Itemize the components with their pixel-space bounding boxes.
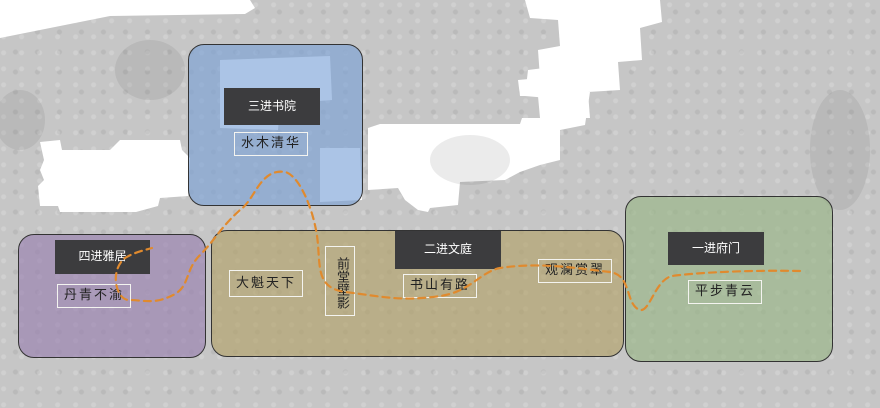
scene-label: 水木清华	[234, 132, 308, 156]
zone-title: 一进府门	[668, 232, 764, 265]
scene-label: 丹青不渝	[57, 284, 131, 308]
scene-label-vertical: 前堂壁影	[325, 246, 355, 316]
zone-first-courtyard	[625, 196, 833, 362]
scene-label: 平步青云	[688, 280, 762, 304]
zone-third-courtyard	[188, 44, 363, 206]
zone-title: 三进书院	[224, 88, 320, 125]
scene-label: 书山有路	[403, 274, 477, 298]
zone-title: 二进文庭	[395, 231, 501, 269]
scene-label: 观澜赏翠	[538, 259, 612, 283]
zone-title: 四进雅居	[55, 240, 150, 274]
scene-label: 大魁天下	[229, 270, 303, 297]
